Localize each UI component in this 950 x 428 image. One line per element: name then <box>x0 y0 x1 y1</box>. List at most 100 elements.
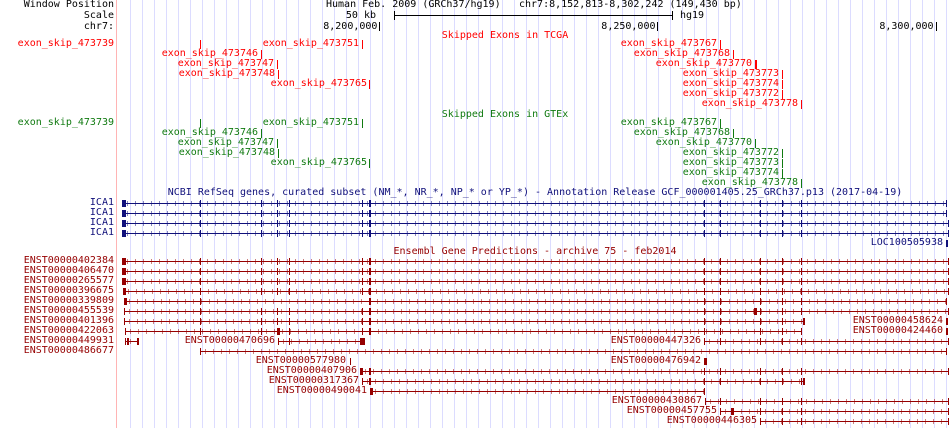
gene-exon[interactable] <box>703 288 705 295</box>
gene-exon[interactable] <box>947 268 949 275</box>
gene-exon[interactable] <box>759 368 762 375</box>
gene-exon[interactable] <box>759 308 762 315</box>
gene-exon[interactable] <box>719 288 721 295</box>
track-item-label[interactable]: exon_skip_473770 <box>655 137 753 148</box>
gene-exon[interactable] <box>703 368 705 375</box>
gene-exon[interactable] <box>947 398 949 405</box>
gene-label[interactable]: ENST00000447326 <box>610 335 702 346</box>
gene-exon[interactable] <box>759 230 762 237</box>
gene-exon[interactable] <box>781 298 783 305</box>
gene-exon[interactable] <box>781 308 783 315</box>
gene-exon[interactable] <box>288 278 290 285</box>
skipped-exon-mark[interactable] <box>260 129 262 138</box>
gene-exon[interactable] <box>361 210 363 217</box>
gene-exon[interactable] <box>199 210 201 217</box>
skipped-exon-mark[interactable] <box>361 119 363 128</box>
gene-exon[interactable] <box>361 288 363 295</box>
skipped-exon-mark[interactable] <box>781 149 783 158</box>
gene-exon[interactable] <box>946 240 948 247</box>
gene-exon[interactable] <box>703 258 705 265</box>
gene-exon[interactable] <box>781 398 783 405</box>
gene-coding-block[interactable] <box>123 288 126 295</box>
gene-label[interactable]: ICA1 <box>89 227 114 238</box>
gene-exon[interactable] <box>276 278 278 285</box>
gene-exon[interactable] <box>137 338 139 345</box>
gene-exon[interactable] <box>361 328 363 335</box>
skipped-exon-mark[interactable] <box>361 40 363 49</box>
gene-exon[interactable] <box>781 230 783 237</box>
gene-exon[interactable] <box>703 308 705 315</box>
gene-exon[interactable] <box>947 288 949 295</box>
gene-exon[interactable] <box>369 298 371 305</box>
gene-label[interactable]: LOC100505938 <box>870 237 943 248</box>
gene-exon[interactable] <box>199 200 201 207</box>
gene-exon[interactable] <box>703 220 705 227</box>
gene-exon[interactable] <box>369 378 371 385</box>
gene-exon[interactable] <box>800 268 802 275</box>
gene-exon[interactable] <box>781 258 783 265</box>
gene-exon[interactable] <box>800 308 802 315</box>
skipped-exon-mark[interactable] <box>260 50 262 59</box>
gene-exon[interactable] <box>781 278 783 285</box>
gene-label[interactable]: ENST00000457755 <box>626 405 718 416</box>
gene-exon[interactable] <box>260 288 262 295</box>
skipped-exon-mark[interactable] <box>199 40 201 49</box>
track-item-label[interactable]: exon_skip_473746 <box>161 48 259 59</box>
gene-exon[interactable] <box>703 328 705 335</box>
gene-exon[interactable] <box>199 220 201 227</box>
gene-exon[interactable] <box>759 288 762 295</box>
gene-exon[interactable] <box>369 230 371 237</box>
skipped-exon-mark[interactable] <box>277 149 279 158</box>
gene-exon[interactable] <box>781 288 783 295</box>
skipped-exon-mark[interactable] <box>754 139 756 148</box>
gene-exon[interactable] <box>945 298 948 305</box>
track-item-label[interactable]: exon_skip_473773 <box>682 157 780 168</box>
gene-label[interactable]: ENST00000402384 <box>23 255 114 266</box>
gene-exon[interactable] <box>369 200 371 207</box>
gene-label[interactable]: ENST00000265577 <box>23 275 114 286</box>
gene-exon[interactable] <box>719 308 721 315</box>
track-item-label[interactable]: exon_skip_473778 <box>701 98 799 109</box>
gene-label[interactable]: ENST00000490041 <box>276 385 367 396</box>
gene-exon[interactable] <box>703 338 705 345</box>
gene-exon[interactable] <box>703 298 705 305</box>
gene-label[interactable]: ENST00000401396 <box>23 315 114 326</box>
gene-exon[interactable] <box>124 328 126 335</box>
gene-exon[interactable] <box>800 298 802 305</box>
gene-exon[interactable] <box>947 230 949 237</box>
gene-exon[interactable] <box>800 230 802 237</box>
track-item-label[interactable]: exon_skip_473739 <box>17 38 114 49</box>
gene-exon[interactable] <box>276 308 278 315</box>
gene-coding-block[interactable] <box>360 338 365 345</box>
gene-coding-block[interactable] <box>121 210 126 217</box>
gene-coding-block[interactable] <box>121 258 126 265</box>
skipped-exon-mark[interactable] <box>276 60 278 69</box>
track-item-label[interactable]: exon_skip_473774 <box>682 167 780 178</box>
gene-coding-block[interactable] <box>277 328 280 335</box>
gene-exon[interactable] <box>288 230 290 237</box>
gene-exon[interactable] <box>260 278 262 285</box>
gene-exon[interactable] <box>276 318 278 325</box>
skipped-exon-mark[interactable] <box>719 119 721 128</box>
track-item-label[interactable]: exon_skip_473747 <box>177 58 275 69</box>
skipped-exon-mark[interactable] <box>781 80 783 89</box>
gene-exon[interactable] <box>369 268 371 275</box>
gene-exon[interactable] <box>781 210 783 217</box>
gene-exon[interactable] <box>361 258 363 265</box>
gene-label[interactable]: ENST00000339809 <box>23 295 114 306</box>
gene-exon[interactable] <box>276 258 278 265</box>
gene-exon[interactable] <box>759 378 762 385</box>
gene-exon[interactable] <box>361 378 363 385</box>
gene-exon[interactable] <box>199 268 201 275</box>
gene-exon[interactable] <box>719 268 721 275</box>
gene-label[interactable]: ENST00000476942 <box>610 355 702 366</box>
gene-exon[interactable] <box>288 288 290 295</box>
gene-exon[interactable] <box>369 220 371 227</box>
gene-exon[interactable] <box>719 258 721 265</box>
skipped-exon-mark[interactable] <box>719 40 721 49</box>
track-item-label[interactable]: exon_skip_473778 <box>701 177 799 188</box>
gene-label[interactable]: ENST00000458624 <box>852 315 943 326</box>
gene-exon[interactable] <box>288 268 290 275</box>
gene-exon[interactable] <box>288 338 290 345</box>
gene-exon[interactable] <box>719 318 721 325</box>
